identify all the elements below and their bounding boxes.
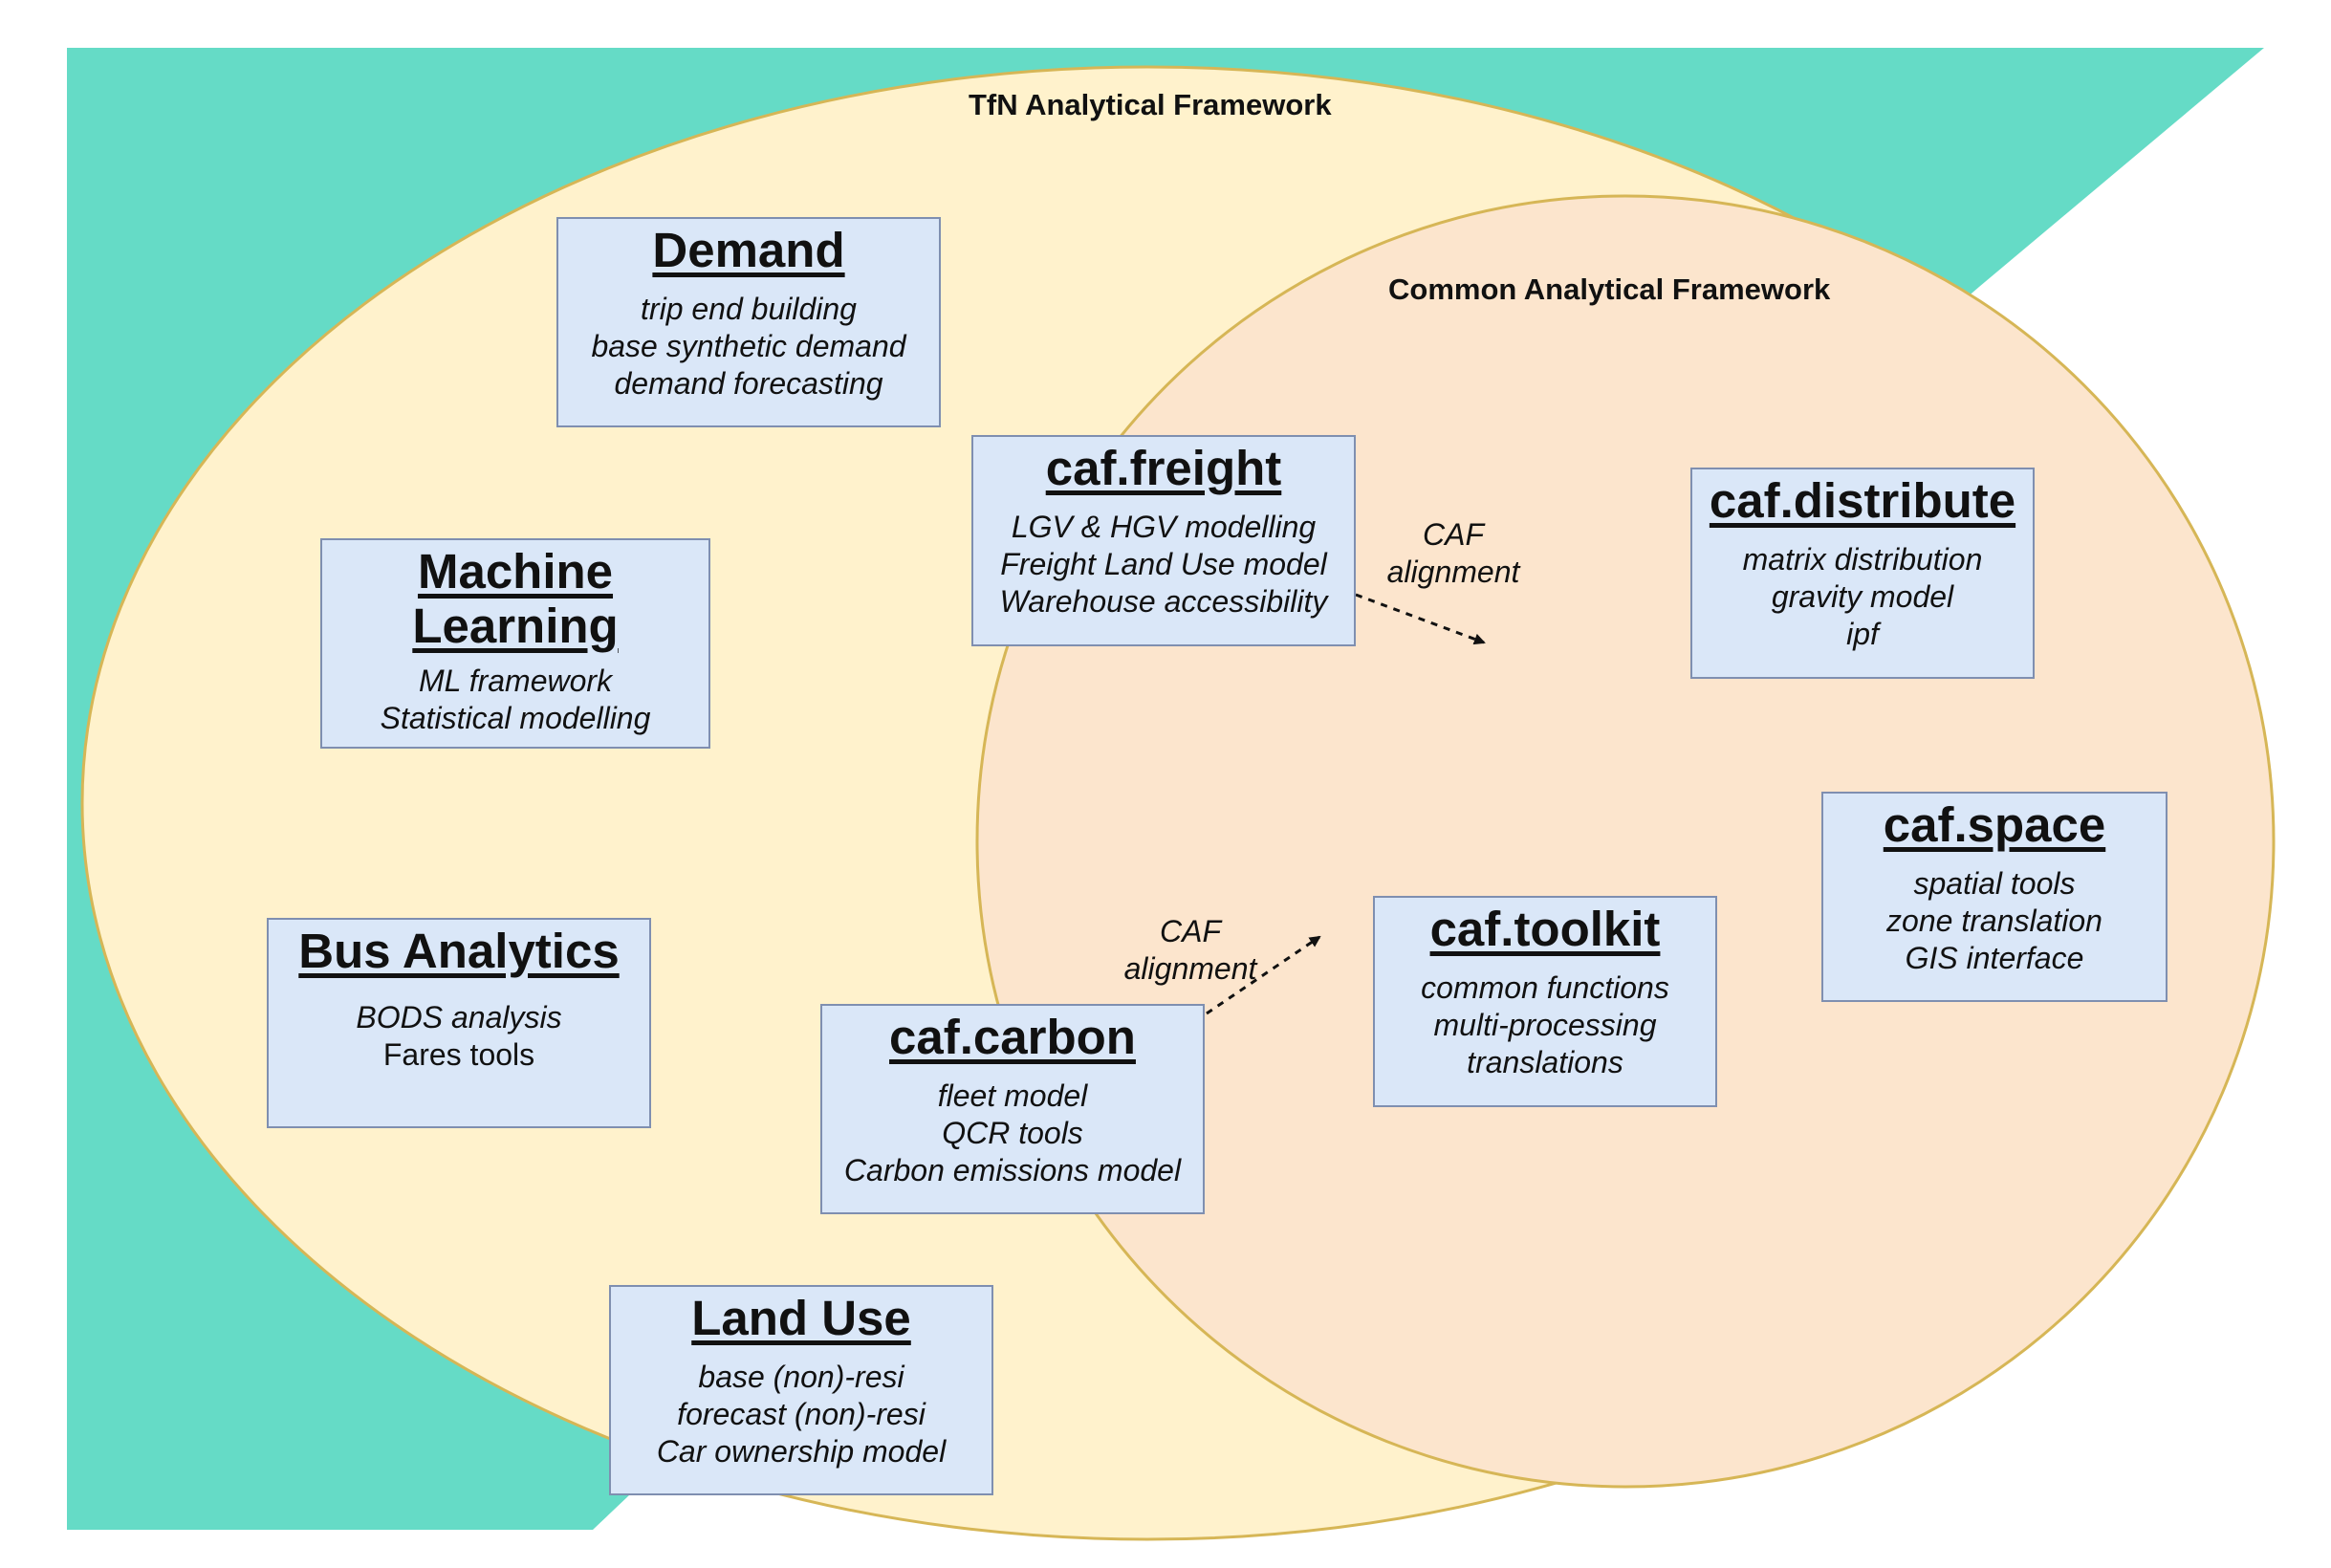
land-use-item: Car ownership model (656, 1434, 947, 1469)
caf-toolkit-item: common functions (1421, 970, 1669, 1005)
caf-distribute-title: caf.distribute (1709, 473, 2016, 528)
caf-space-item: spatial tools (1913, 866, 2076, 901)
caf-toolkit-item: translations (1467, 1045, 1623, 1079)
caf-space-item: GIS interface (1905, 941, 2084, 975)
demand-box: Demand trip end building base synthetic … (556, 217, 941, 427)
demand-item: demand forecasting (614, 366, 883, 401)
caf-toolkit-box: caf.toolkit common functions multi-proce… (1373, 896, 1717, 1107)
caf-carbon-title: caf.carbon (889, 1010, 1136, 1064)
caf-distribute-item: gravity model (1771, 579, 1954, 614)
land-use-item: base (non)-resi (698, 1360, 904, 1394)
caf-alignment-label-carbon: CAF alignment (1123, 914, 1257, 986)
caf-toolkit-title: caf.toolkit (1429, 902, 1661, 956)
caf-distribute-box: caf.distribute matrix distribution gravi… (1690, 468, 2035, 679)
machine-learning-box: Machine Learning ML framework Statistica… (320, 538, 710, 749)
caf-alignment-arrow-freight (1355, 593, 1486, 645)
caf-carbon-item: QCR tools (942, 1116, 1083, 1150)
caf-freight-item: LGV & HGV modelling (1011, 510, 1317, 544)
tfn-framework-title: TfN Analytical Framework (969, 88, 1332, 121)
caf-freight-item: Freight Land Use model (1000, 547, 1327, 581)
machine-learning-item: Statistical modelling (380, 701, 651, 735)
bus-analytics-box: Bus Analytics BODS analysis Fares tools (267, 918, 651, 1128)
caf-space-item: zone translation (1886, 904, 2102, 938)
caf-freight-box: caf.freight LGV & HGV modelling Freight … (971, 435, 1356, 646)
caf-alignment-label-freight: CAF alignment (1386, 517, 1520, 589)
caf-freight-title: caf.freight (1045, 441, 1282, 495)
caf-carbon-box: caf.carbon fleet model QCR tools Carbon … (820, 1004, 1205, 1214)
land-use-item: forecast (non)-resi (677, 1397, 926, 1431)
caf-toolkit-item: multi-processing (1433, 1008, 1657, 1042)
machine-learning-item: ML framework (418, 664, 613, 698)
land-use-title: Land Use (691, 1291, 911, 1345)
caf-freight-item: Warehouse accessibility (999, 584, 1328, 619)
caf-alignment-arrow-carbon (1206, 935, 1321, 1015)
demand-title: Demand (652, 223, 845, 277)
demand-item: trip end building (641, 292, 857, 326)
caf-distribute-item: ipf (1846, 617, 1879, 651)
caf-framework-title: Common Analytical Framework (1388, 272, 1831, 306)
machine-learning-title: Machine Learning (412, 544, 619, 653)
caf-distribute-item: matrix distribution (1742, 542, 1983, 577)
land-use-box: Land Use base (non)-resi forecast (non)-… (609, 1285, 993, 1495)
demand-item: base synthetic demand (591, 329, 906, 363)
caf-carbon-item: Carbon emissions model (843, 1153, 1182, 1187)
bus-analytics-item: BODS analysis (356, 1000, 562, 1034)
bus-analytics-item: Fares tools (382, 1037, 535, 1072)
caf-carbon-item: fleet model (937, 1078, 1088, 1113)
bus-analytics-title: Bus Analytics (298, 924, 620, 978)
caf-space-box: caf.space spatial tools zone translation… (1821, 792, 2168, 1002)
caf-space-title: caf.space (1883, 797, 2106, 852)
